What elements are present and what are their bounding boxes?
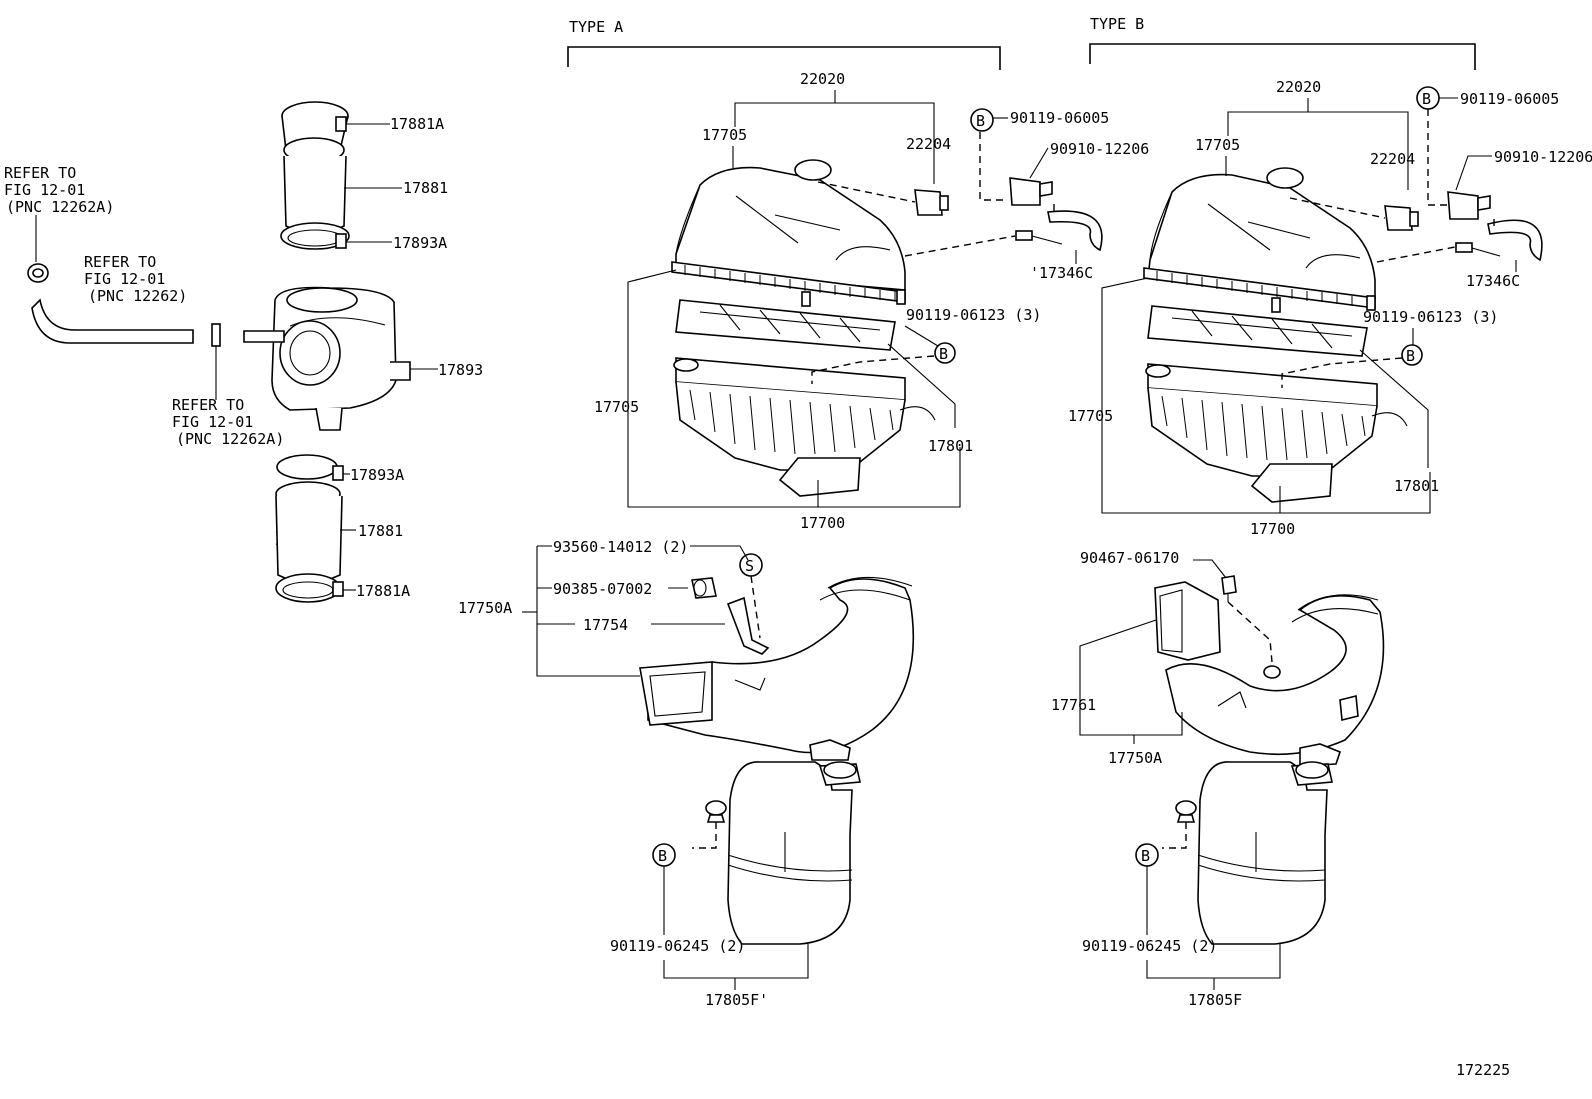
refer-note-3: REFER TO FIG 12-01 (PNC 12262A) bbox=[172, 396, 284, 448]
svg-text:FIG 12-01: FIG 12-01 bbox=[4, 181, 85, 199]
b-sensor-22204 bbox=[1384, 205, 1419, 231]
a-label-17346C: '17346C bbox=[1030, 264, 1093, 282]
b-label-17801: 17801 bbox=[1394, 477, 1439, 495]
svg-text:FIG 12-01: FIG 12-01 bbox=[172, 413, 253, 431]
a-label-22020: 22020 bbox=[800, 70, 845, 88]
svg-text:(PNC 12262A): (PNC 12262A) bbox=[176, 430, 284, 448]
b-resonator-17805F bbox=[1175, 761, 1333, 945]
b-label-90119-06005: 90119-06005 bbox=[1460, 90, 1559, 108]
a-label-90119-06245: 90119-06245 (2) bbox=[610, 937, 745, 955]
a-label-90119-06005: 90119-06005 bbox=[1010, 109, 1109, 127]
a-bracket-17754 bbox=[726, 596, 770, 655]
b-hose-17346C bbox=[1455, 219, 1543, 262]
b-label-90119-06245: 90119-06245 (2) bbox=[1082, 937, 1217, 955]
upper-intake-hose bbox=[280, 101, 350, 250]
svg-text:REFER TO: REFER TO bbox=[84, 253, 156, 271]
a-label-90910-12206: 90910-12206 bbox=[1050, 140, 1149, 158]
b-intake-duct-17750A bbox=[1165, 594, 1385, 767]
b-duct-17761 bbox=[1154, 581, 1221, 661]
resonator-17893 bbox=[243, 286, 411, 431]
b-label-90467-06170: 90467-06170 bbox=[1080, 549, 1179, 567]
a-label-93560-14012: 93560-14012 (2) bbox=[553, 538, 688, 556]
svg-text:B: B bbox=[1422, 90, 1431, 108]
a-label-17805F: 17805F' bbox=[705, 991, 768, 1009]
type-b-header: TYPE B bbox=[1089, 15, 1476, 70]
label-17893: 17893 bbox=[438, 361, 483, 379]
svg-text:S: S bbox=[745, 557, 754, 575]
b-label-17346C: 17346C bbox=[1466, 272, 1520, 290]
refer-note-1: REFER TO FIG 12-01 (PNC 12262A) bbox=[4, 164, 114, 262]
a-intake-duct-17750A bbox=[639, 576, 915, 761]
b-bolt-marker-top: B bbox=[1416, 86, 1440, 110]
a-label-17705-left: 17705 bbox=[594, 398, 639, 416]
b-label-90910-12206: 90910-12206 bbox=[1494, 148, 1592, 166]
type-a-header: TYPE A bbox=[567, 18, 1001, 70]
svg-text:(PNC 12262): (PNC 12262) bbox=[88, 287, 187, 305]
a-label-17754: 17754 bbox=[583, 616, 628, 634]
svg-text:B: B bbox=[1141, 847, 1150, 865]
svg-text:FIG 12-01: FIG 12-01 bbox=[84, 270, 165, 288]
b-label-17761: 17761 bbox=[1051, 696, 1096, 714]
type-b-air-cleaner bbox=[1143, 167, 1408, 503]
a-label-17700: 17700 bbox=[800, 514, 845, 532]
label-17881-top: 17881 bbox=[403, 179, 448, 197]
svg-text:REFER TO: REFER TO bbox=[172, 396, 244, 414]
b-label-22020: 22020 bbox=[1276, 78, 1321, 96]
b-label-17700: 17700 bbox=[1250, 520, 1295, 538]
label-17881A-top: 17881A bbox=[390, 115, 444, 133]
b-label-17705-top: 17705 bbox=[1195, 136, 1240, 154]
a-label-22204: 22204 bbox=[906, 135, 951, 153]
type-a-air-cleaner bbox=[671, 159, 936, 497]
b-vsv-90910 bbox=[1447, 191, 1491, 220]
svg-text:REFER TO: REFER TO bbox=[4, 164, 76, 182]
svg-text:B: B bbox=[658, 847, 667, 865]
a-bolt-marker-mid: B bbox=[934, 342, 956, 364]
a-label-90385-07002: 90385-07002 bbox=[553, 580, 652, 598]
a-resonator-17805F bbox=[705, 761, 861, 945]
b-label-22204: 22204 bbox=[1370, 150, 1415, 168]
label-17893A-lower: 17893A bbox=[350, 466, 404, 484]
a-screw-marker: S bbox=[739, 553, 763, 577]
svg-text:B: B bbox=[976, 112, 985, 130]
label-17881A-lower: 17881A bbox=[356, 582, 410, 600]
refer-note-2: REFER TO FIG 12-01 (PNC 12262) bbox=[84, 253, 187, 305]
a-label-17705-top: 17705 bbox=[702, 126, 747, 144]
b-clip-90467 bbox=[1221, 575, 1237, 602]
a-label-90119-06123: 90119-06123 (3) bbox=[906, 306, 1041, 324]
b-bolt-marker-low: B bbox=[1135, 843, 1159, 867]
svg-text:B: B bbox=[939, 345, 948, 363]
hose-fitting bbox=[211, 323, 221, 400]
label-17893A-top: 17893A bbox=[393, 234, 447, 252]
lower-intake-hose bbox=[275, 454, 344, 603]
b-label-90119-06123: 90119-06123 (3) bbox=[1363, 308, 1498, 326]
type-b-label: TYPE B bbox=[1090, 15, 1144, 33]
type-a-label: TYPE A bbox=[569, 18, 623, 36]
b-label-17705-left: 17705 bbox=[1068, 407, 1113, 425]
svg-text:B: B bbox=[1406, 347, 1415, 365]
b-bolt-marker-mid: B bbox=[1401, 344, 1423, 366]
hose-clamp-small bbox=[27, 263, 49, 283]
a-bolt-marker-low: B bbox=[652, 843, 676, 867]
svg-text:(PNC 12262A): (PNC 12262A) bbox=[6, 198, 114, 216]
a-vsv-90910 bbox=[1009, 177, 1053, 206]
a-hose-17346C bbox=[1015, 210, 1103, 252]
b-label-17805F: 17805F bbox=[1188, 991, 1242, 1009]
b-label-17750A: 17750A bbox=[1108, 749, 1162, 767]
a-label-17801: 17801 bbox=[928, 437, 973, 455]
a-bolt-marker-top: B bbox=[970, 108, 994, 132]
vacuum-hose bbox=[31, 298, 194, 344]
label-17881-lower: 17881 bbox=[358, 522, 403, 540]
figure-number: 172225 bbox=[1456, 1061, 1510, 1079]
a-label-17750A: 17750A bbox=[458, 599, 512, 617]
a-grommet-90385 bbox=[691, 577, 717, 599]
a-sensor-22204 bbox=[914, 189, 949, 216]
